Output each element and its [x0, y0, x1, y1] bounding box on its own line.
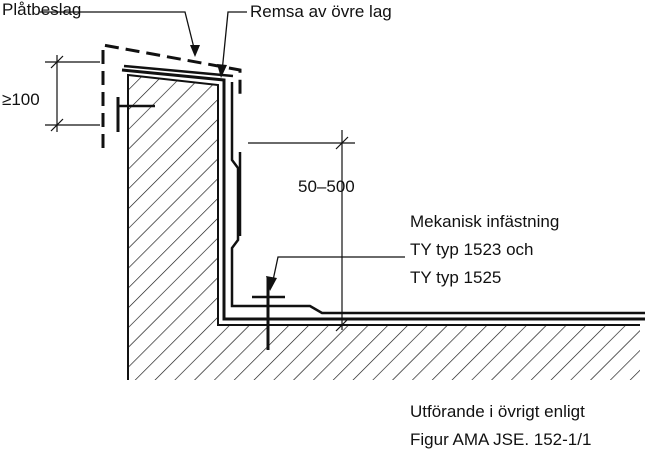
- note-line-2: Figur AMA JSE. 152-1/1: [410, 430, 592, 449]
- label-height-range: 50–500: [298, 177, 355, 196]
- structure-hatching: [127, 73, 640, 380]
- dimension-lines: [45, 55, 355, 332]
- fastening-line-1: Mekanisk infästning: [410, 212, 560, 231]
- note-line-1: Utförande i övrigt enligt: [410, 402, 585, 421]
- label-platbeslag: Plåtbeslag: [2, 0, 82, 19]
- fastening-line-2: TY typ 1523 och: [410, 240, 534, 259]
- label-fastening: Mekanisk infästning TY typ 1523 och TY t…: [410, 208, 559, 292]
- leader-lines: [40, 11, 405, 291]
- fasteners: [116, 97, 285, 350]
- label-min-height: ≥100: [2, 90, 40, 109]
- label-reference-note: Utförande i övrigt enligt Figur AMA JSE.…: [410, 398, 591, 454]
- label-remsa-av-ovre-lag: Remsa av övre lag: [250, 2, 392, 21]
- metal-flashing: [101, 43, 242, 148]
- roofing-membrane-layers: [121, 64, 645, 321]
- fastening-line-3: TY typ 1525: [410, 268, 502, 287]
